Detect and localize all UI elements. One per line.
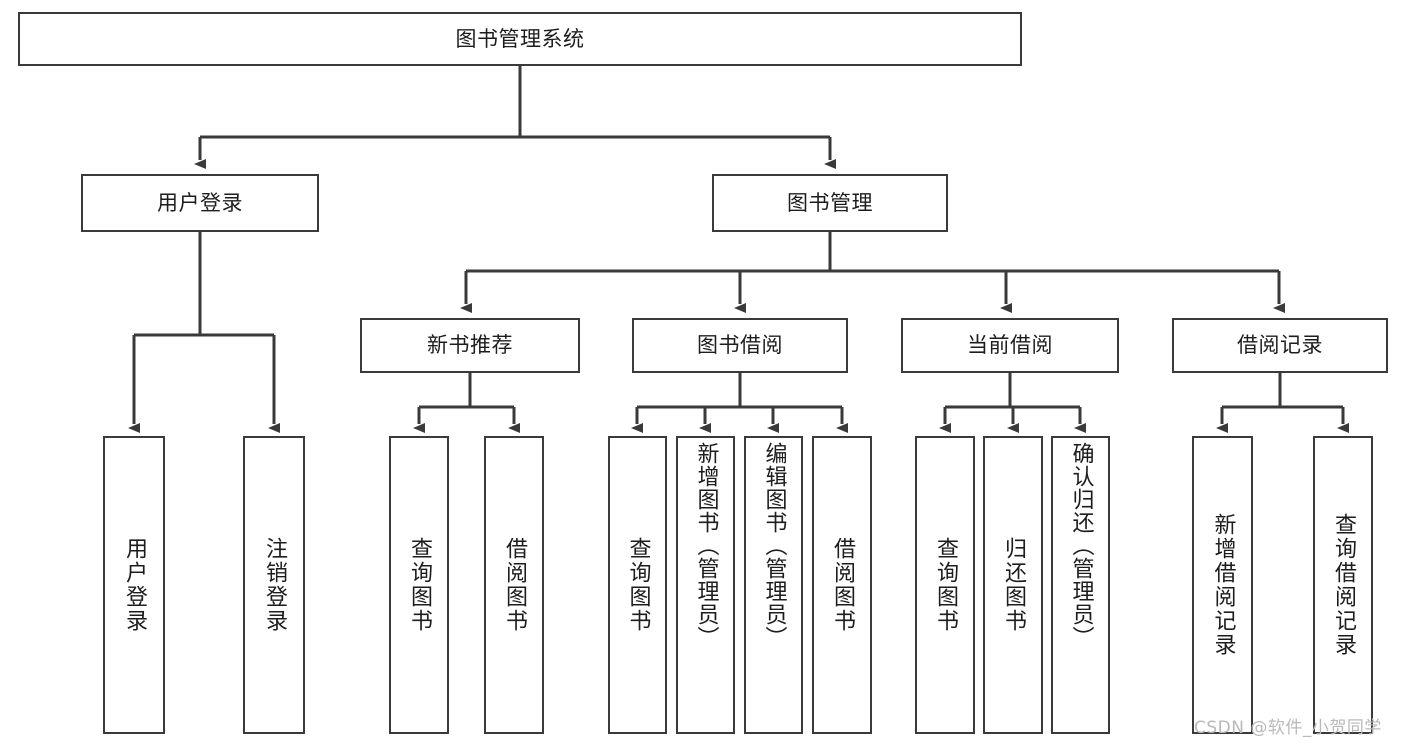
node-root-system[interactable]: 图书管理系统 — [18, 12, 1022, 66]
node-user-login[interactable]: 用户登录 — [81, 174, 319, 232]
node-leaf-return-book[interactable]: 归还图书 — [983, 436, 1043, 734]
node-leaf-borrow-book-2[interactable]: 借阅图书 — [812, 436, 872, 734]
node-label: 查询借阅记录 — [1330, 513, 1356, 657]
watermark: CSDN @软件_小贺同学 — [1194, 718, 1382, 738]
node-label: 编辑图书（管理员） — [761, 442, 787, 649]
node-leaf-user-login[interactable]: 用户登录 — [103, 436, 165, 734]
node-leaf-logout[interactable]: 注销登录 — [243, 436, 305, 734]
node-leaf-query-book-1[interactable]: 查询图书 — [389, 436, 449, 734]
node-current-borrowing[interactable]: 当前借阅 — [901, 318, 1119, 373]
node-leaf-add-book-admin[interactable]: 新增图书（管理员） — [676, 436, 735, 734]
node-label: 图书管理 — [787, 190, 873, 215]
node-label: 查询图书 — [625, 537, 651, 633]
node-label: 借阅记录 — [1237, 333, 1323, 358]
node-label: 查询图书 — [932, 537, 958, 633]
node-label: 归还图书 — [1000, 537, 1026, 633]
node-label: 新增图书（管理员） — [693, 442, 719, 649]
node-label: 确认归还（管理员） — [1068, 442, 1094, 649]
node-borrowing-record[interactable]: 借阅记录 — [1172, 318, 1388, 373]
node-leaf-query-borrow-record[interactable]: 查询借阅记录 — [1313, 436, 1373, 734]
node-book-management[interactable]: 图书管理 — [712, 174, 948, 232]
node-leaf-add-borrow-record[interactable]: 新增借阅记录 — [1192, 436, 1253, 734]
node-label: 用户登录 — [121, 537, 147, 633]
node-label: 查询图书 — [406, 537, 432, 633]
node-book-borrowing[interactable]: 图书借阅 — [632, 318, 848, 373]
node-label: 新增借阅记录 — [1210, 513, 1236, 657]
node-leaf-query-book-2[interactable]: 查询图书 — [608, 436, 667, 734]
node-label: 新书推荐 — [427, 333, 513, 358]
node-label: 当前借阅 — [967, 333, 1053, 358]
node-label: 借阅图书 — [501, 537, 527, 633]
node-leaf-edit-book-admin[interactable]: 编辑图书（管理员） — [744, 436, 803, 734]
node-label: 图书借阅 — [697, 333, 783, 358]
node-new-book-recommendation[interactable]: 新书推荐 — [360, 318, 580, 373]
node-label: 图书管理系统 — [455, 26, 585, 51]
node-leaf-borrow-book-1[interactable]: 借阅图书 — [484, 436, 544, 734]
node-label: 注销登录 — [261, 537, 287, 633]
node-leaf-confirm-return-admin[interactable]: 确认归还（管理员） — [1051, 436, 1110, 734]
node-label: 用户登录 — [157, 190, 243, 215]
node-leaf-query-book-3[interactable]: 查询图书 — [915, 436, 975, 734]
node-label: 借阅图书 — [829, 537, 855, 633]
